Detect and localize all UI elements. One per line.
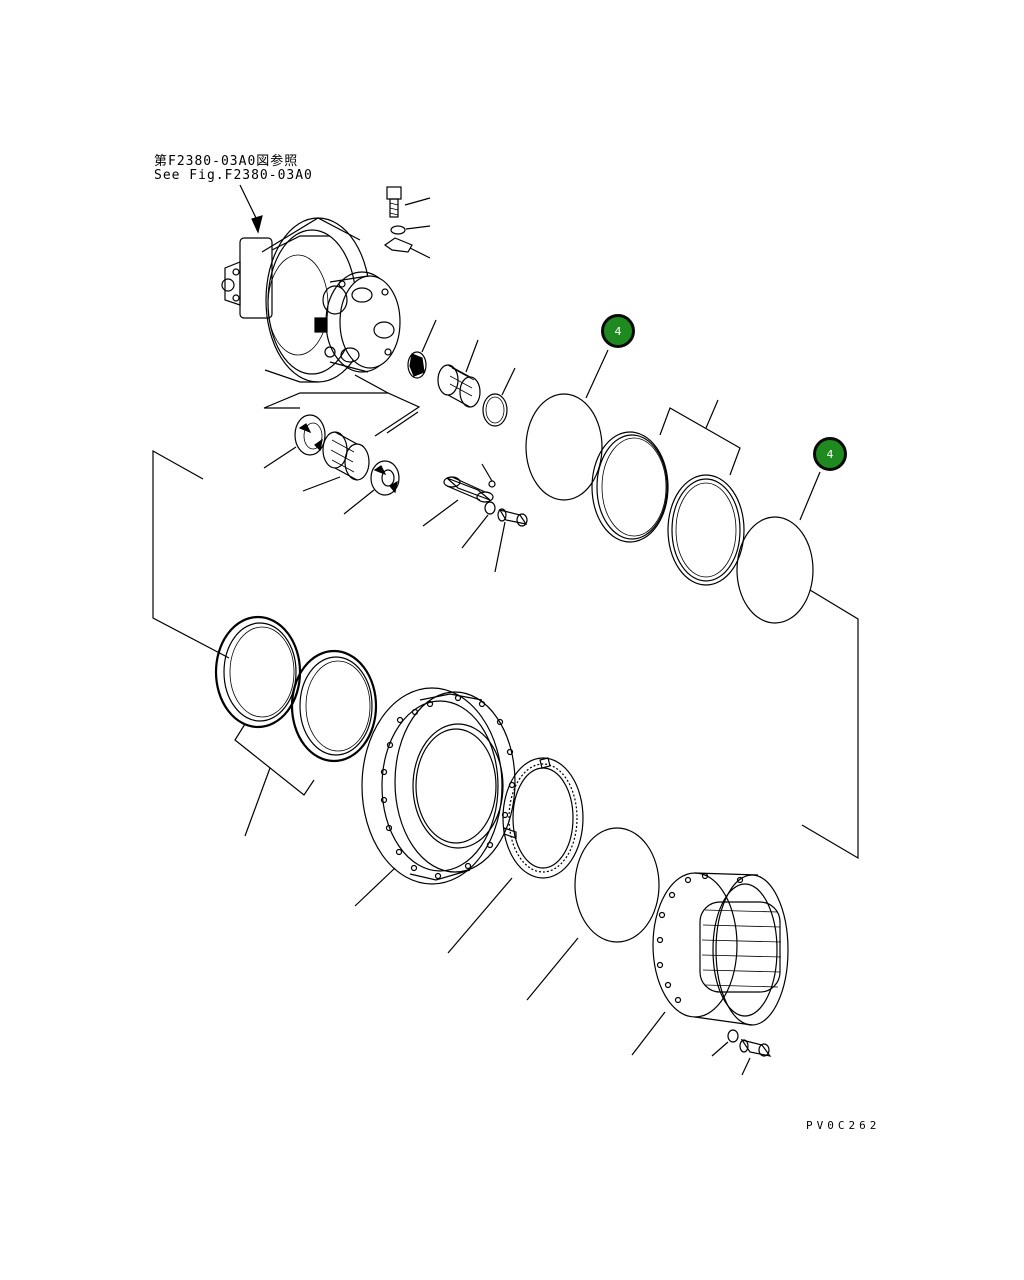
callout-item-4-right[interactable]: 4 [813,437,847,471]
lock-plate [383,237,431,259]
floating-seal-upper [591,399,745,586]
ring-gear [447,757,584,954]
snap-ring [482,367,516,427]
reference-note-en[interactable]: See Fig.F2380-03A0 [154,168,313,183]
o-ring-upper [525,349,609,501]
hub [354,687,516,907]
washer-lower [711,1029,739,1057]
bracket-left [152,449,230,659]
bolt-lower [739,1039,772,1076]
motor-assembly [221,217,401,383]
needle-bearing-upper [437,339,481,408]
washer-small [461,501,496,549]
callout-item-4-upper[interactable]: 4 [601,314,635,348]
callout-label: 4 [826,447,834,461]
bracket-right [801,589,859,860]
o-ring-lower [526,827,660,1001]
sprocket-hub [631,872,789,1056]
callout-label: 4 [614,324,622,338]
needle-bearing-lower [302,431,370,492]
planet-shaft [422,476,494,527]
o-ring-right [736,471,821,624]
pin [481,463,496,488]
washer-top [390,225,431,235]
reference-arrow [239,184,263,234]
planet-gear-lower [263,414,326,469]
leader-bracket [263,374,421,437]
planet-gear-upper [407,319,437,379]
drawing-code: PV0C262 [806,1119,881,1132]
floating-seal-lower [214,615,378,837]
bolt-top [386,186,431,218]
plug-bolt [494,508,528,573]
reference-note-jp: 第F2380-03A0図参照 [154,154,299,169]
thrust-washer-lower [343,460,400,515]
